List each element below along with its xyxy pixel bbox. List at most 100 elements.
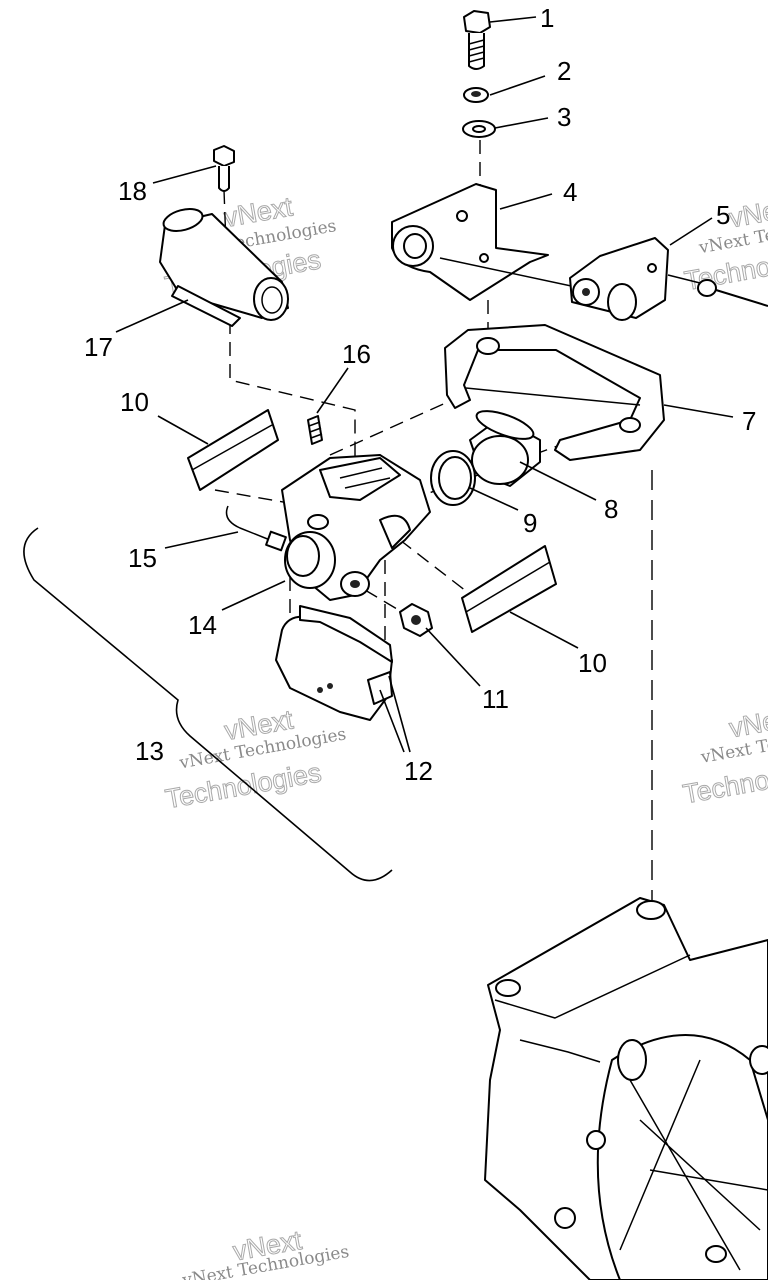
callouts: 1 2 3 4 5 7 8 9 10 10 11 12 13 14 15 16 … (84, 3, 756, 786)
cable-end-ferrule (265, 530, 287, 552)
shim-left-plate (187, 409, 279, 491)
lever-arm-hole (647, 263, 657, 273)
chassis-boss-2 (586, 1130, 606, 1150)
callout-18: 18 (118, 176, 147, 206)
caliper-slots (339, 467, 391, 489)
part-12-brake-pads (275, 605, 393, 721)
callout-3: 3 (557, 102, 571, 132)
leader-7 (663, 404, 734, 418)
lever-arm-link (667, 274, 701, 284)
callout-2: 2 (557, 56, 571, 86)
leader-9 (469, 487, 519, 511)
lever-arm-nut (697, 279, 717, 297)
leader-17 (115, 299, 189, 333)
shim-right-fold (465, 561, 551, 613)
part-2-lock-washer (463, 87, 489, 103)
leader-10a (157, 415, 209, 445)
callout-5: 5 (716, 200, 730, 230)
flat-washer-hole (472, 125, 486, 133)
leader-16 (316, 367, 349, 414)
chassis-edge (494, 954, 691, 1019)
group-13-brace (23, 527, 393, 882)
lever-arm-boss (607, 283, 637, 321)
part-15-cable-end (225, 505, 287, 552)
mount-plate-hole-2 (479, 253, 489, 263)
callout-12: 12 (404, 756, 433, 786)
mount-plate-hole-1 (456, 210, 468, 222)
small-bolt-head (213, 145, 235, 167)
brake-pad-rivet-1 (317, 687, 323, 693)
piston-face (471, 435, 529, 485)
caliper-ear (379, 514, 411, 549)
lever-arm-cable (715, 289, 768, 307)
leader-18 (152, 165, 217, 184)
leader-14 (221, 580, 286, 611)
leader-4 (499, 193, 553, 210)
callout-15: 15 (128, 543, 157, 573)
part-18-bolt (213, 145, 235, 192)
part-11-nut (399, 603, 433, 637)
housing-end-front (253, 277, 289, 321)
callout-8: 8 (604, 494, 618, 524)
callout-17: 17 (84, 332, 113, 362)
leader-8 (519, 461, 597, 501)
lever-arm-pivot-hole (582, 288, 590, 296)
shim-left-fold (191, 424, 273, 471)
leader-lines (115, 16, 734, 753)
cable-end-wire (225, 505, 271, 541)
part-5-lever-arm (569, 237, 768, 321)
callout-13: 13 (135, 736, 164, 766)
housing-flange (171, 285, 241, 327)
part-17-cable-housing (159, 208, 289, 327)
housing-end-bore (261, 286, 283, 314)
callout-9: 9 (523, 508, 537, 538)
watermark-mid-left: vNext vNext Technologies Technologies (163, 704, 348, 815)
leader-12b (388, 675, 411, 753)
part-10-shim-left (187, 409, 279, 491)
chassis-boss-4 (705, 1245, 727, 1263)
nut-hole (411, 615, 421, 625)
chassis-spokes (619, 1059, 768, 1271)
callout-4: 4 (563, 177, 577, 207)
small-bolt-shank (218, 166, 230, 192)
bracket-hole-1 (476, 337, 500, 355)
callout-10b: 10 (578, 648, 607, 678)
axis-nut (364, 589, 403, 613)
part-16-set-screw (307, 415, 323, 445)
leader-15 (164, 531, 239, 549)
callout-16: 16 (342, 339, 371, 369)
callout-1: 1 (540, 3, 554, 33)
bracket-inner-edge (465, 387, 641, 406)
chassis-rib-1 (519, 1039, 601, 1063)
chassis-mount-hole-2 (495, 979, 521, 997)
part-14-adjuster (284, 531, 336, 589)
callout-7: 7 (742, 406, 756, 436)
mount-plate-axis (439, 257, 591, 291)
brake-pad-clip (367, 671, 393, 705)
chassis-boss-5 (749, 1045, 768, 1075)
leader-1 (489, 16, 537, 23)
leader-10b (509, 611, 579, 649)
bolt-head (463, 10, 491, 34)
leader-2 (489, 75, 546, 96)
part-1-bolt (463, 10, 491, 70)
watermark-mid-right: vNext vNext Technologies Technologies (680, 701, 768, 810)
leader-11 (425, 627, 481, 687)
brake-pad-rivet-2 (327, 683, 333, 689)
piston-top (475, 410, 535, 440)
seal-ring-inner (438, 456, 472, 500)
part-4-mount-plate (391, 183, 591, 301)
chassis-boss-3 (554, 1207, 576, 1229)
part-8-piston (469, 410, 541, 487)
brake-pad-friction (299, 605, 393, 663)
housing-end-top (162, 208, 204, 232)
bracket-hole-2 (619, 417, 641, 433)
bolt-threads (468, 39, 485, 63)
leader-5 (669, 217, 713, 246)
axis-shim-right (399, 539, 476, 599)
set-screw-threads (308, 421, 323, 439)
part-3-flat-washer (462, 120, 496, 138)
axis-caliper-bracket (329, 391, 471, 456)
chassis (484, 897, 768, 1280)
